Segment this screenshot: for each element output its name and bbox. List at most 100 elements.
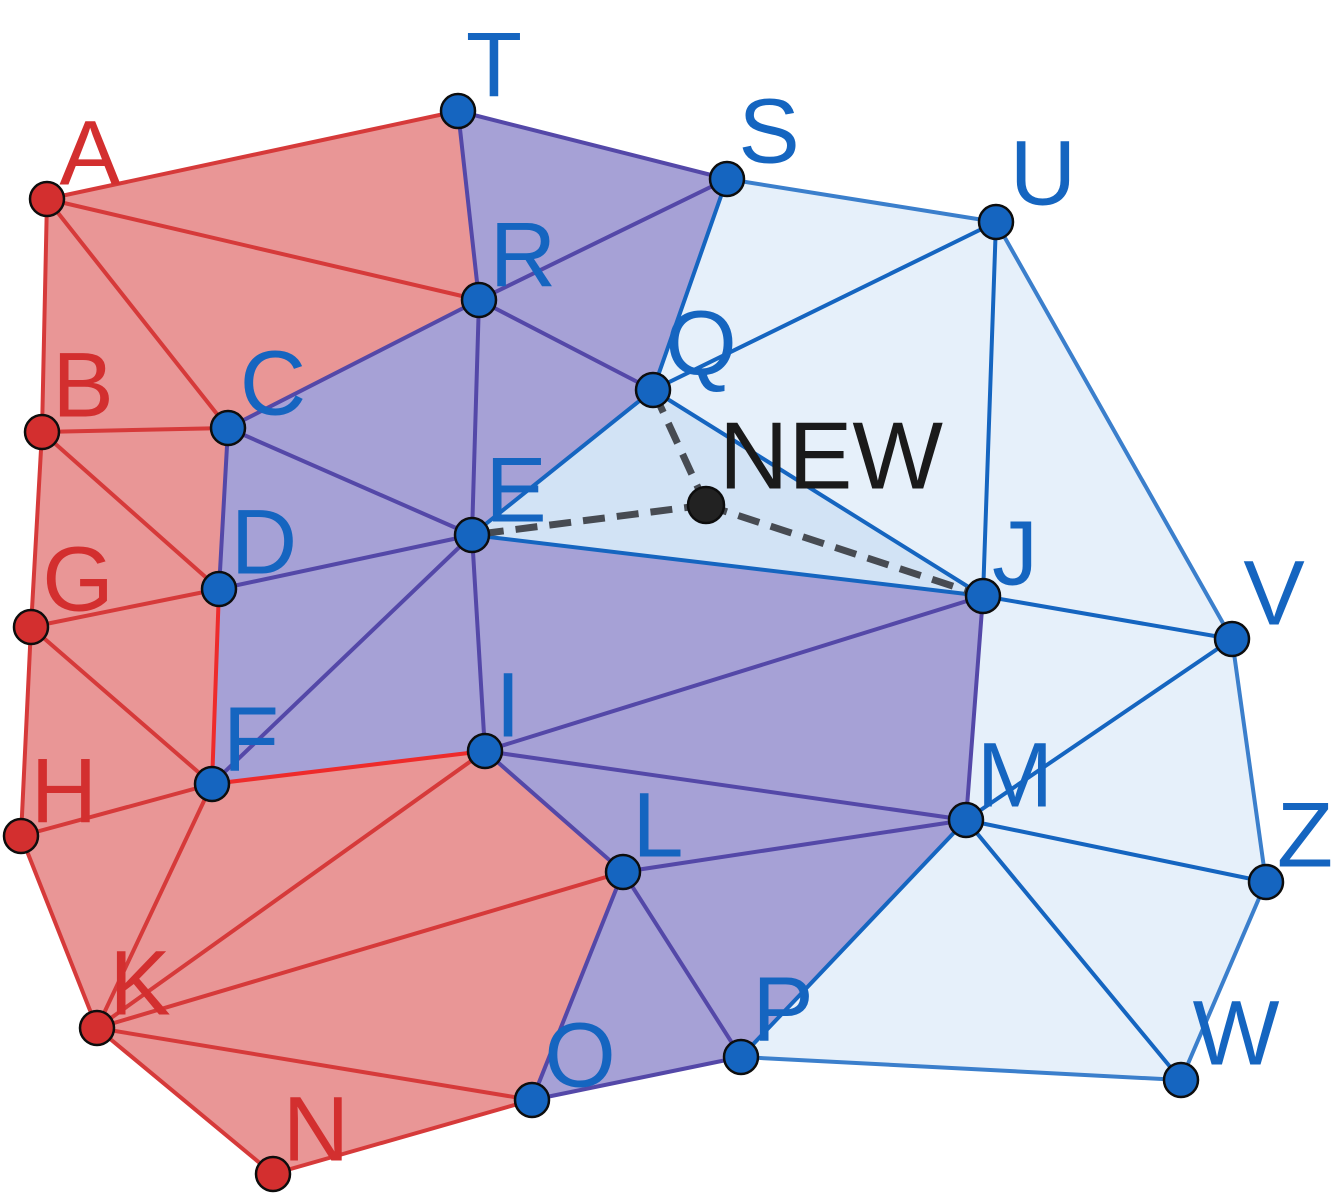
edge-i-j bbox=[483, 594, 985, 753]
label-c: C bbox=[240, 332, 306, 434]
edge-l-p bbox=[621, 870, 743, 1059]
edge-d-f bbox=[210, 587, 221, 786]
edge-new-q bbox=[649, 388, 710, 507]
node-m bbox=[947, 801, 985, 839]
node-s bbox=[708, 160, 746, 198]
edge-k-n bbox=[95, 1026, 275, 1176]
edge-m-w bbox=[964, 818, 1183, 1082]
node-t bbox=[439, 92, 477, 130]
node-r bbox=[460, 281, 498, 319]
edge-a-r bbox=[45, 197, 481, 302]
label-a: A bbox=[59, 102, 121, 204]
label-d: D bbox=[231, 491, 297, 593]
label-o: O bbox=[544, 1004, 616, 1106]
edge-b-d bbox=[40, 430, 221, 591]
edge-g-d bbox=[29, 587, 221, 629]
node-p bbox=[722, 1038, 760, 1076]
edge-u-j bbox=[981, 220, 998, 598]
edge-u-v bbox=[994, 220, 1234, 641]
node-a bbox=[28, 180, 66, 218]
label-e: E bbox=[485, 439, 546, 541]
edge-d-e bbox=[217, 533, 474, 591]
label-p: P bbox=[752, 958, 813, 1060]
edge-m-p bbox=[739, 818, 968, 1059]
edge-q-u bbox=[651, 220, 998, 392]
node-j bbox=[964, 577, 1002, 615]
edge-a-b bbox=[40, 197, 49, 434]
edge-a-t bbox=[45, 109, 460, 201]
label-l: L bbox=[632, 774, 683, 876]
edge-v-z bbox=[1230, 637, 1268, 884]
node-w bbox=[1162, 1061, 1200, 1099]
edge-e-j bbox=[470, 533, 985, 598]
label-w: W bbox=[1193, 982, 1280, 1084]
edge-z-w bbox=[1179, 880, 1268, 1082]
edge-p-w bbox=[739, 1055, 1183, 1082]
edge-i-l bbox=[483, 749, 625, 874]
edge-s-u bbox=[725, 177, 998, 224]
edge-h-k bbox=[19, 834, 99, 1030]
label-t: T bbox=[466, 14, 522, 116]
node-v bbox=[1213, 620, 1251, 658]
mesh-edges bbox=[19, 109, 1268, 1176]
node-b bbox=[23, 413, 61, 451]
label-z: Z bbox=[1277, 784, 1333, 886]
edge-a-c bbox=[45, 197, 230, 430]
edge-r-c bbox=[226, 298, 481, 430]
edge-g-f bbox=[29, 625, 214, 786]
edge-i-k bbox=[95, 749, 487, 1030]
edge-e-i bbox=[470, 533, 487, 753]
node-e bbox=[453, 516, 491, 554]
node-z bbox=[1247, 863, 1285, 901]
mesh-nodes bbox=[2, 92, 1285, 1193]
label-i: I bbox=[495, 654, 521, 756]
edge-m-z bbox=[964, 818, 1268, 884]
node-u bbox=[977, 203, 1015, 241]
label-h: H bbox=[31, 740, 97, 842]
edge-j-v bbox=[981, 594, 1234, 641]
label-k: K bbox=[109, 932, 170, 1034]
label-b: B bbox=[52, 334, 113, 436]
label-u: U bbox=[1010, 122, 1076, 224]
edge-f-i bbox=[210, 749, 487, 786]
edge-g-h bbox=[19, 625, 33, 838]
label-j: J bbox=[992, 502, 1038, 604]
edge-b-g bbox=[29, 430, 44, 629]
label-new: NEW bbox=[719, 402, 943, 509]
edge-n-o bbox=[271, 1098, 534, 1176]
edge-t-r bbox=[456, 109, 481, 302]
node-k bbox=[78, 1009, 116, 1047]
label-r: R bbox=[490, 204, 556, 306]
edge-r-e bbox=[470, 298, 481, 537]
edge-o-k bbox=[95, 1026, 534, 1102]
edge-c-e bbox=[226, 426, 474, 537]
edge-r-q bbox=[477, 298, 655, 392]
edge-e-f bbox=[210, 533, 474, 786]
node-c bbox=[209, 409, 247, 447]
triangle-fills bbox=[20, 110, 1267, 1175]
edge-q-e bbox=[470, 388, 655, 537]
edge-f-k bbox=[95, 782, 214, 1030]
label-f: F bbox=[223, 688, 279, 790]
node-q bbox=[634, 371, 672, 409]
label-g: G bbox=[42, 528, 114, 630]
edge-q-j bbox=[651, 388, 985, 598]
edge-m-v bbox=[964, 637, 1234, 822]
edge-new-j bbox=[704, 501, 985, 600]
edge-l-m bbox=[621, 818, 968, 874]
node-l bbox=[604, 853, 642, 891]
node-g bbox=[12, 608, 50, 646]
node-d bbox=[200, 570, 238, 608]
node-i bbox=[466, 732, 504, 770]
label-q: Q bbox=[665, 292, 737, 394]
edge-l-k bbox=[95, 870, 625, 1030]
node-o bbox=[513, 1081, 551, 1119]
edge-s-q bbox=[651, 177, 729, 392]
edge-r-s bbox=[477, 177, 729, 302]
node-new bbox=[686, 485, 726, 525]
edge-c-d bbox=[217, 426, 230, 591]
edge-b-c bbox=[40, 426, 230, 434]
